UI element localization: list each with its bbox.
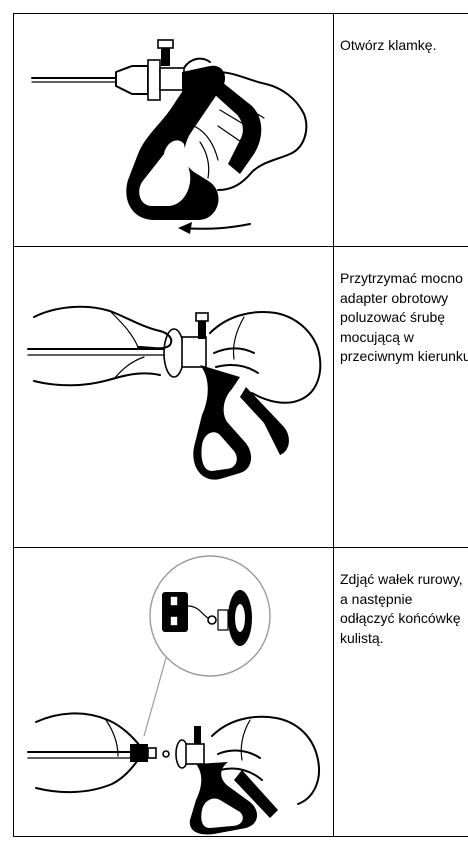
- step-3-illustration-cell: [14, 548, 334, 837]
- hands-detaching-tube-illustration: [14, 548, 333, 836]
- step-1-text-cell: Otwórz klamkę.: [334, 14, 468, 247]
- step-row-3: Zdjąć wałek rurowy, a następnie odłączyć…: [14, 548, 468, 837]
- step-row-1: Otwórz klamkę.: [14, 14, 468, 247]
- step-1-illustration-cell: [14, 14, 334, 247]
- hand-opening-handle-illustration: [14, 14, 333, 246]
- instruction-table: Otwórz klamkę.: [13, 13, 468, 837]
- step-2-text-cell: Przytrzymać mocno adapter obrotowy poluz…: [334, 247, 468, 548]
- step-3-instruction: Zdjąć wałek rurowy, a następnie odłączyć…: [334, 548, 466, 648]
- step-1-instruction: Otwórz klamkę.: [334, 14, 466, 56]
- step-3-text-cell: Zdjąć wałek rurowy, a następnie odłączyć…: [334, 548, 468, 837]
- step-row-2: Przytrzymać mocno adapter obrotowy poluz…: [14, 247, 468, 548]
- step-2-illustration-cell: [14, 247, 334, 548]
- hands-loosening-screw-illustration: [14, 247, 333, 547]
- step-2-instruction: Przytrzymać mocno adapter obrotowy poluz…: [334, 247, 468, 367]
